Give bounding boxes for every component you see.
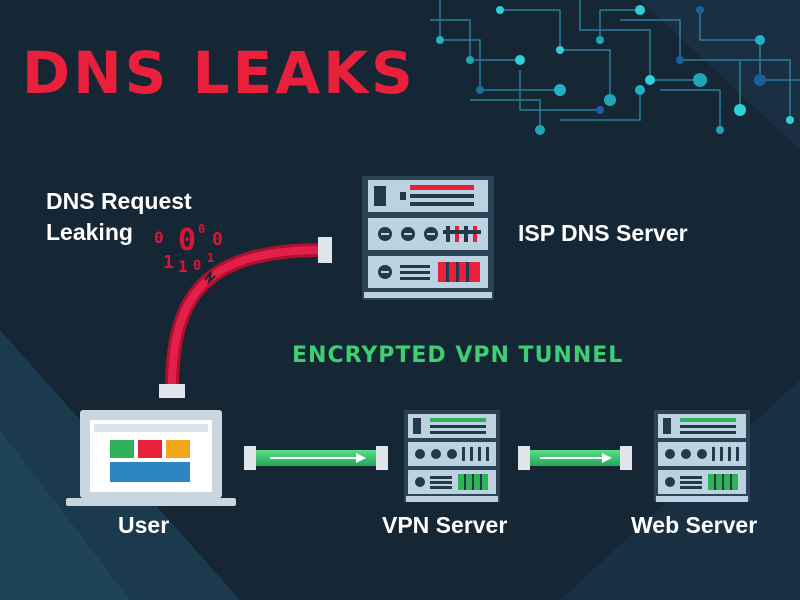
leak-bit: 1: [207, 251, 214, 265]
cable-plug-bottom: [159, 384, 185, 398]
dns-request-label-line2: Leaking: [46, 219, 133, 245]
circuit-nodes: [436, 5, 794, 135]
vpn-tunnel-cable-1: [244, 446, 388, 470]
isp-dns-server-label: ISP DNS Server: [518, 220, 688, 246]
leak-binary-digits: 0 0 0 0 1 1 0 1: [154, 222, 223, 276]
leak-bit: 1: [163, 252, 174, 273]
dns-request-leaking-label: DNS Request Leaking: [46, 186, 192, 248]
web-server-label: Web Server: [631, 512, 758, 538]
vpn-tunnel-cable-2: [518, 446, 632, 470]
leak-bit: 0: [178, 223, 196, 258]
laptop-icon: [66, 410, 236, 506]
leak-bit: 0: [193, 258, 201, 274]
leak-bit: 1: [178, 257, 188, 276]
isp-dns-server-icon: [362, 176, 494, 300]
web-server-icon: [654, 410, 750, 502]
dns-request-label-line1: DNS Request: [46, 188, 192, 214]
encrypted-tunnel-label: ENCRYPTED VPN TUNNEL: [292, 343, 624, 368]
diagram-title: DNS LEAKS: [22, 39, 416, 107]
vpn-server-label: VPN Server: [382, 512, 508, 538]
cable-plug-top: [318, 237, 332, 263]
leaking-dns-cable: [159, 237, 332, 398]
vpn-server-icon: [404, 410, 500, 502]
leak-bit: 0: [154, 228, 164, 247]
leak-bit: 0: [198, 222, 205, 236]
leak-bit: 0: [212, 229, 223, 250]
user-label: User: [118, 512, 170, 538]
